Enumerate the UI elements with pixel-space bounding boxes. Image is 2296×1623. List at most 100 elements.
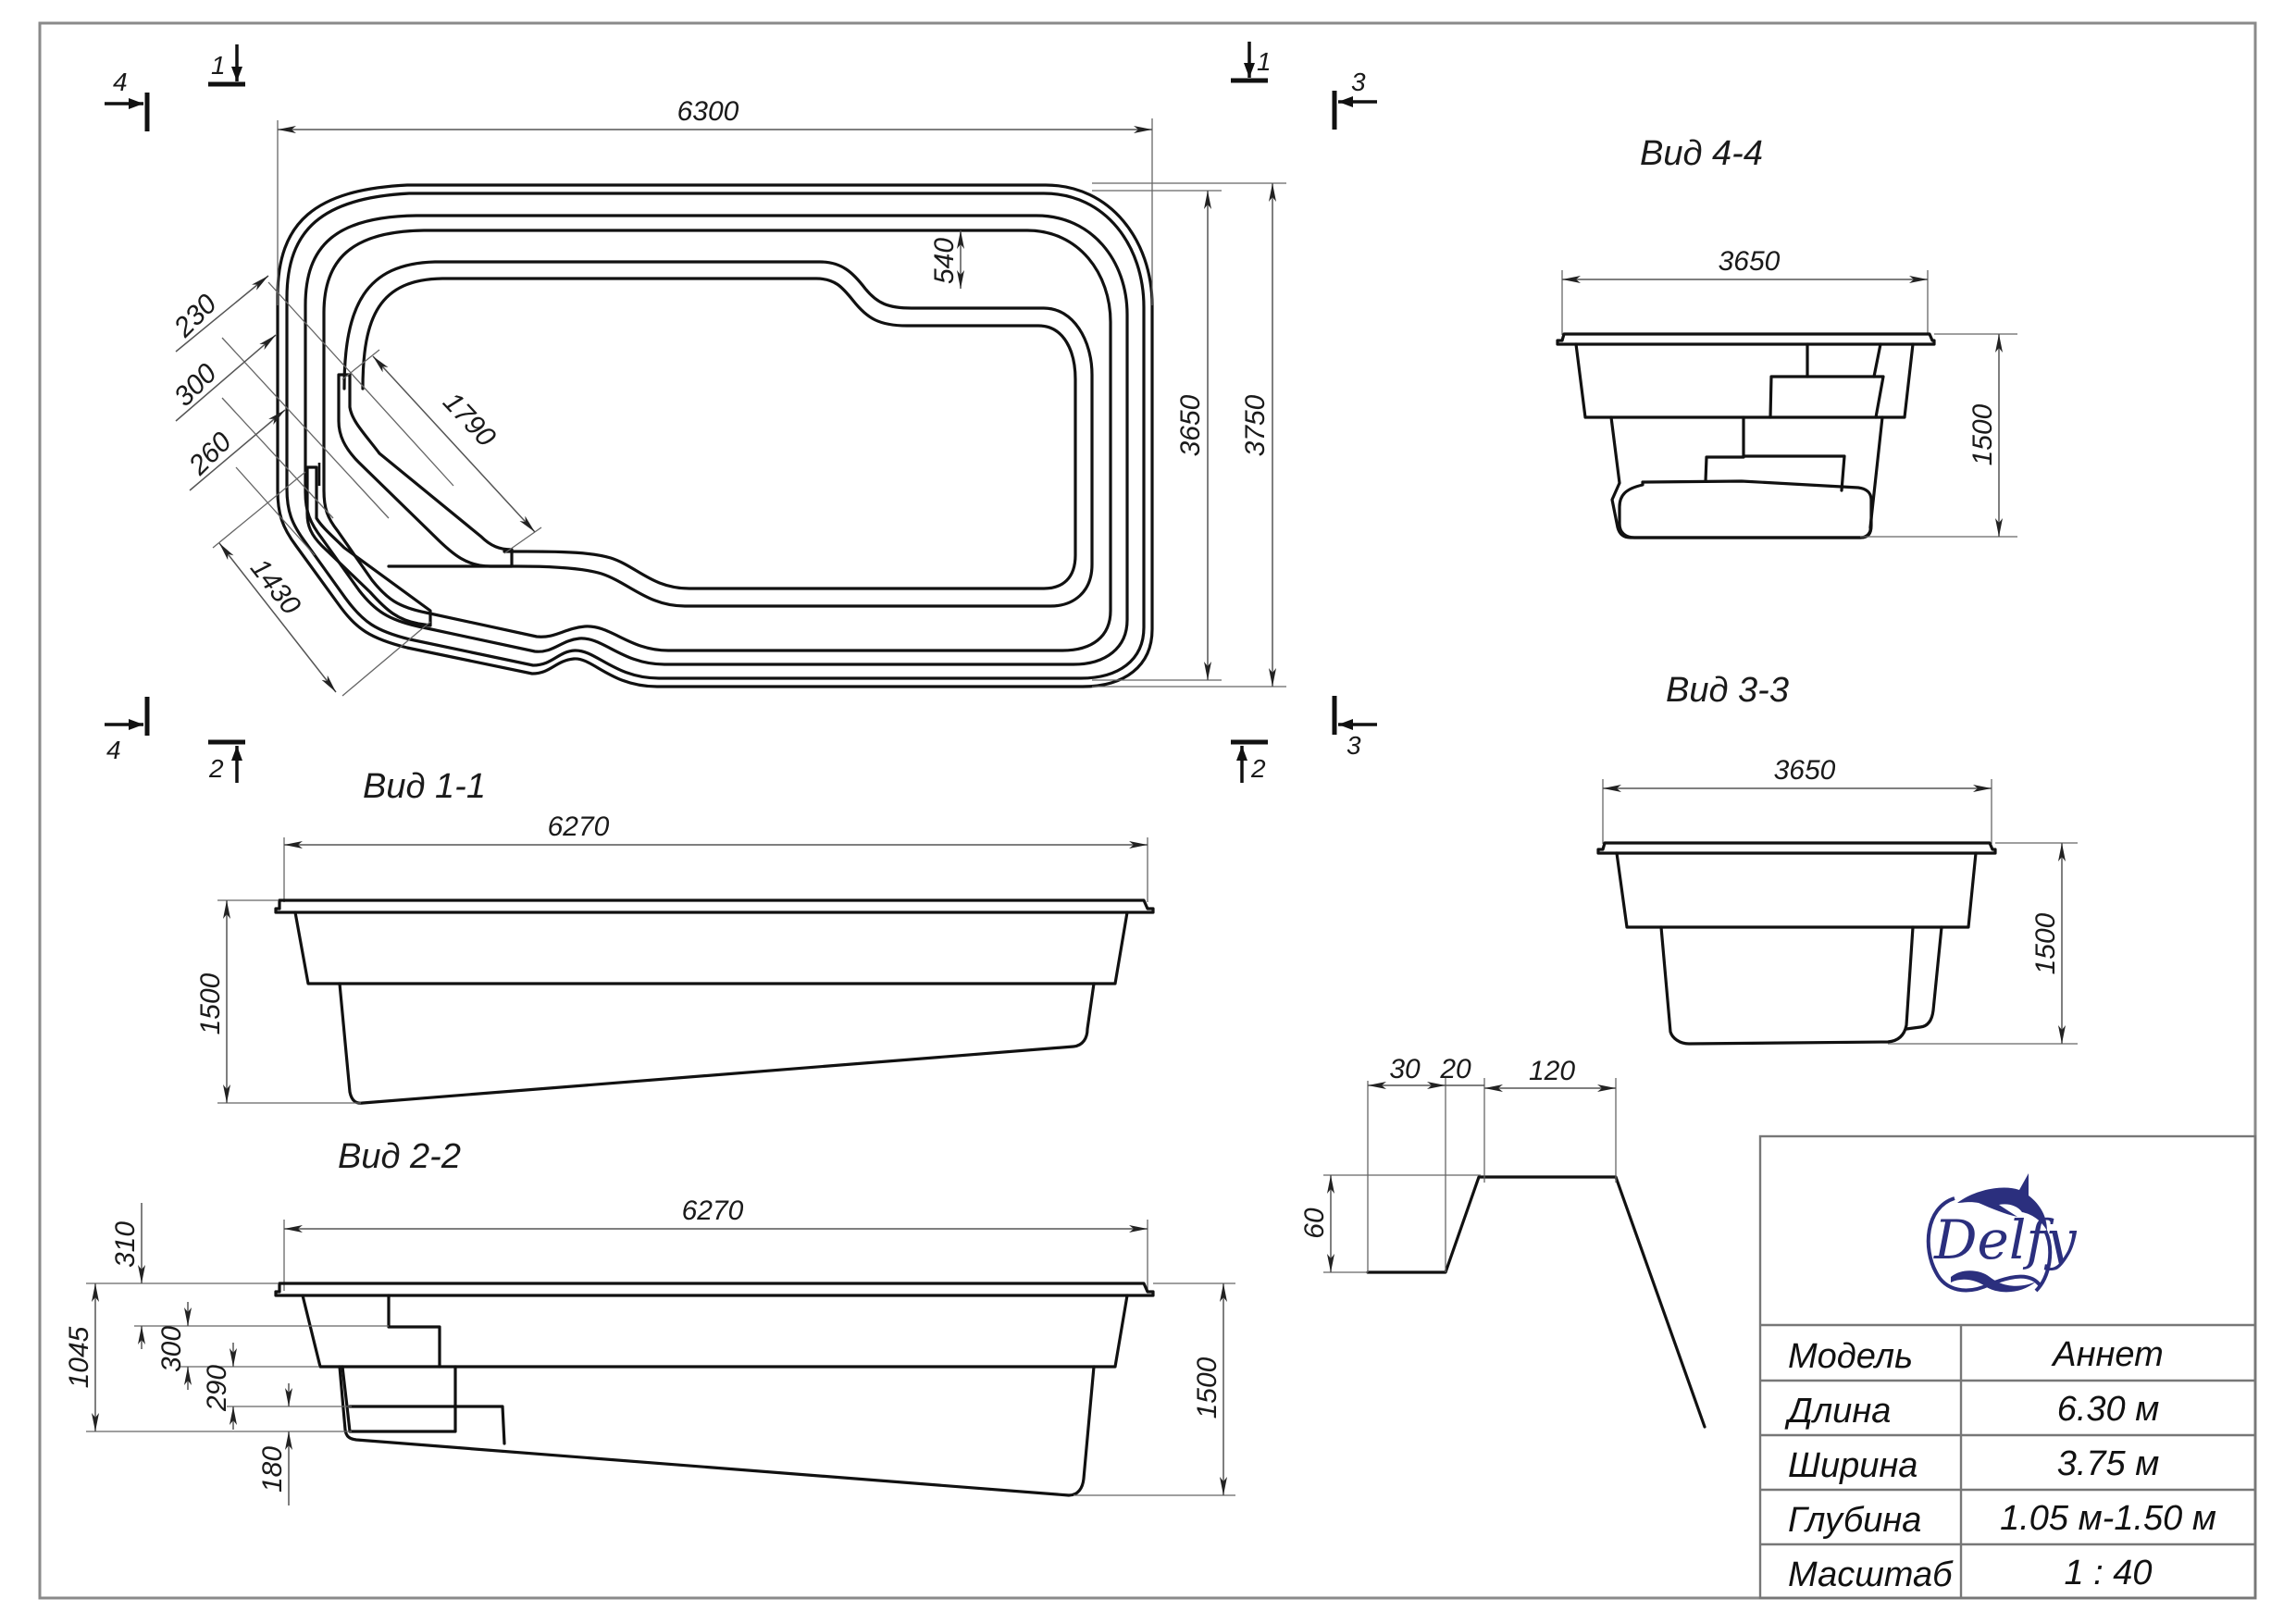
dim-6300: 6300	[677, 96, 739, 127]
section-label-3: 3	[1351, 68, 1366, 96]
logo-wave	[1951, 1270, 2036, 1293]
dim-3750: 3750	[1240, 394, 1271, 456]
ext-diag-b	[221, 337, 390, 519]
ext-1430-a	[212, 471, 306, 549]
label-length: Длина	[1784, 1392, 1891, 1431]
value-length: 6.30 м	[2057, 1390, 2160, 1429]
section-label-2: 2	[208, 754, 224, 783]
dim-3650: 3650	[1175, 394, 1206, 456]
value-model: Аннет	[2051, 1335, 2164, 1374]
dim-120: 120	[1529, 1056, 1575, 1086]
title-block: Delfy Модель Аннет Длина 6.30 м Ширина 3…	[1758, 1134, 2257, 1600]
pool-outer-rim	[276, 183, 1154, 688]
label-scale: Масштаб	[1788, 1555, 1954, 1594]
section-marker-2-right: 2	[1231, 739, 1268, 783]
section-label-1: 1	[211, 51, 226, 80]
step-upper	[337, 373, 514, 568]
v22-upper-wall	[301, 1294, 1129, 1369]
view-2-2-title: Вид 2-2	[338, 1137, 461, 1176]
section-label-4-bottom: 4	[106, 736, 121, 764]
dim-3650-v33: 3650	[1774, 755, 1836, 786]
dim-60: 60	[1299, 1208, 1330, 1239]
v33-upper-wall	[1615, 851, 1978, 929]
pool-ledge-line	[322, 229, 1112, 652]
ext-diag-c	[221, 397, 334, 519]
section-label-2-right: 2	[1250, 754, 1266, 783]
view-1-1: Вид 1-1 6270 1500	[195, 767, 1155, 1105]
v33-side-step	[1905, 925, 1943, 1031]
dim-230: 230	[168, 289, 223, 344]
dim-line-300	[175, 334, 277, 422]
v33-rim	[1596, 841, 1997, 855]
dim-line-1790	[372, 355, 536, 533]
section-marker-2-left: 2	[208, 739, 245, 783]
section-marker-4-top: 4	[105, 68, 150, 131]
v44-step-a	[1806, 342, 1885, 419]
dim-290: 290	[202, 1365, 232, 1412]
view-1-1-title: Вид 1-1	[363, 767, 486, 806]
rim-detail: 30 20 120 60	[1299, 1054, 1706, 1429]
dolphin-icon	[1957, 1173, 2047, 1231]
view-3-3-title: Вид 3-3	[1666, 671, 1789, 710]
v33-lower-wall	[1659, 925, 1915, 1046]
rim-profile	[1366, 1175, 1706, 1429]
v22-lower-wall	[338, 1365, 1096, 1497]
dim-260: 260	[182, 427, 238, 482]
dim-1045: 1045	[64, 1326, 94, 1388]
section-label-4: 4	[113, 68, 128, 96]
v44-step-b	[1872, 342, 1882, 378]
dim-line-230	[175, 275, 269, 353]
section-label-3-bottom: 3	[1347, 731, 1361, 760]
dim-1500-v11: 1500	[195, 973, 226, 1035]
v22-step-3	[348, 1405, 506, 1445]
dim-30: 30	[1389, 1054, 1421, 1084]
dim-3650-v44: 3650	[1719, 246, 1781, 277]
v44-step-e	[1704, 455, 1745, 483]
v44-rim	[1556, 332, 1936, 346]
dim-1790: 1790	[437, 387, 502, 453]
v44-bottom-pad	[1618, 479, 1873, 539]
logo-text: Delfy	[1933, 1208, 2078, 1271]
ext-1790-b	[503, 527, 542, 554]
view-2-2: Вид 2-2 6270 1500 1045 310 300 290	[64, 1137, 1235, 1505]
dim-line-1430	[218, 542, 337, 693]
v44-step-c	[1769, 375, 1809, 419]
sheet-border	[38, 21, 2257, 1600]
v11-upper-wall	[293, 911, 1129, 985]
pool-deep-area-inner	[361, 277, 1077, 590]
dim-300-v22: 300	[156, 1326, 187, 1372]
dim-180: 180	[257, 1446, 288, 1493]
section-marker-1-right: 1	[1231, 42, 1272, 83]
section-marker-1-left: 1	[208, 44, 245, 87]
view-3-3: Вид 3-3 3650 1500	[1596, 671, 2078, 1046]
dim-310: 310	[110, 1221, 141, 1268]
plan-view: 6300 3650 3750 540 230 300 260	[105, 42, 1377, 783]
ext-1790-a	[341, 349, 380, 380]
pool-wall	[304, 214, 1129, 666]
dim-6270-v22: 6270	[682, 1196, 744, 1226]
section-label-1-right: 1	[1257, 47, 1272, 76]
delfy-logo: Delfy	[1926, 1173, 2078, 1293]
v11-rim	[274, 898, 1155, 914]
section-marker-3-bottom: 3	[1332, 696, 1377, 760]
label-width: Ширина	[1788, 1446, 1917, 1485]
v22-step-1	[387, 1294, 441, 1369]
dim-540: 540	[929, 238, 960, 284]
dim-1500-v22: 1500	[1192, 1357, 1222, 1419]
label-model: Модель	[1788, 1337, 1913, 1376]
pool-deep-area-outer	[342, 260, 1094, 608]
section-marker-4-bottom: 4	[105, 697, 150, 764]
v22-step-2	[341, 1365, 457, 1433]
dim-20: 20	[1439, 1054, 1471, 1084]
value-scale: 1 : 40	[2064, 1554, 2152, 1592]
v22-rim	[274, 1282, 1155, 1297]
pool-rim-inner-line	[285, 192, 1146, 680]
value-depth: 1.05 м-1.50 м	[2000, 1499, 2216, 1538]
dim-6270-v11: 6270	[548, 812, 610, 842]
step-middle	[305, 465, 432, 627]
view-4-4: Вид 4-4 3650 1500	[1556, 134, 2017, 539]
v44-step-d	[1742, 415, 1846, 492]
label-depth: Глубина	[1788, 1501, 1921, 1540]
v11-lower-wall	[338, 982, 1096, 1105]
section-marker-3-top: 3	[1332, 68, 1377, 130]
